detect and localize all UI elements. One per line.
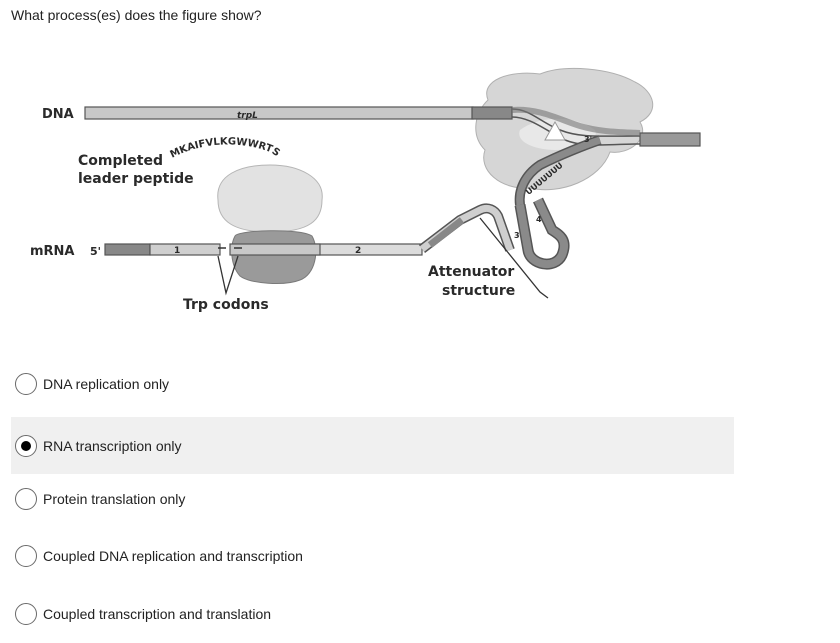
completed-label-line2: leader peptide bbox=[78, 171, 194, 187]
option-label: DNA replication only bbox=[43, 375, 170, 392]
radio-selected-dot bbox=[21, 440, 31, 451]
nascent-rna: UUUUUUU 3' 3 4 bbox=[514, 135, 602, 270]
radio-button-selected[interactable] bbox=[15, 434, 37, 457]
five-prime-label: 5' bbox=[90, 245, 101, 258]
rna-polymerase bbox=[475, 67, 654, 191]
ribosome bbox=[217, 164, 323, 284]
region-2-label: 2 bbox=[355, 246, 361, 256]
region-4-label: 4 bbox=[536, 215, 542, 224]
radio-button[interactable] bbox=[15, 487, 37, 510]
radio-button[interactable] bbox=[15, 544, 37, 567]
radio-button[interactable] bbox=[15, 602, 37, 625]
region-3-label: 3 bbox=[514, 231, 520, 240]
region-1-label: 1 bbox=[174, 246, 180, 256]
attenuator-bracket bbox=[479, 217, 549, 299]
option-dna-replication[interactable]: DNA replication only bbox=[11, 355, 734, 412]
question-text: What process(es) does the figure show? bbox=[11, 7, 262, 23]
option-label: Coupled transcription and translation bbox=[43, 605, 272, 622]
option-coupled-replication-transcription[interactable]: Coupled DNA replication and transcriptio… bbox=[11, 527, 734, 584]
active-site-triangle bbox=[544, 120, 566, 141]
mrna-label: mRNA bbox=[30, 244, 75, 259]
trp-codons-label: Trp codons bbox=[183, 297, 269, 313]
peptide-sequence: MKAIFVLKGWWRTS bbox=[168, 136, 281, 160]
attenuator-label-line1: Attenuator bbox=[428, 264, 514, 280]
option-coupled-transcription-translation[interactable]: Coupled transcription and translation bbox=[11, 585, 734, 642]
dna-label: DNA bbox=[42, 107, 74, 122]
mrna-strand bbox=[104, 203, 515, 256]
option-label: RNA transcription only bbox=[43, 437, 182, 454]
completed-label-line1: Completed bbox=[78, 153, 163, 169]
option-label: Protein translation only bbox=[43, 490, 186, 507]
attenuator-label-line2: structure bbox=[442, 283, 515, 299]
three-prime-label: 3' bbox=[584, 135, 592, 144]
option-label: Coupled DNA replication and transcriptio… bbox=[43, 547, 303, 564]
radio-button[interactable] bbox=[15, 372, 37, 395]
option-rna-transcription[interactable]: RNA transcription only bbox=[11, 417, 734, 474]
dna-strand bbox=[84, 106, 701, 147]
trpl-label: trpL bbox=[237, 111, 258, 121]
option-protein-translation[interactable]: Protein translation only bbox=[11, 470, 734, 527]
trp-codon-markers bbox=[217, 247, 242, 296]
attenuation-figure: UUUUUUU 3' 3 4 DNA trpL Completed leader… bbox=[30, 67, 701, 313]
